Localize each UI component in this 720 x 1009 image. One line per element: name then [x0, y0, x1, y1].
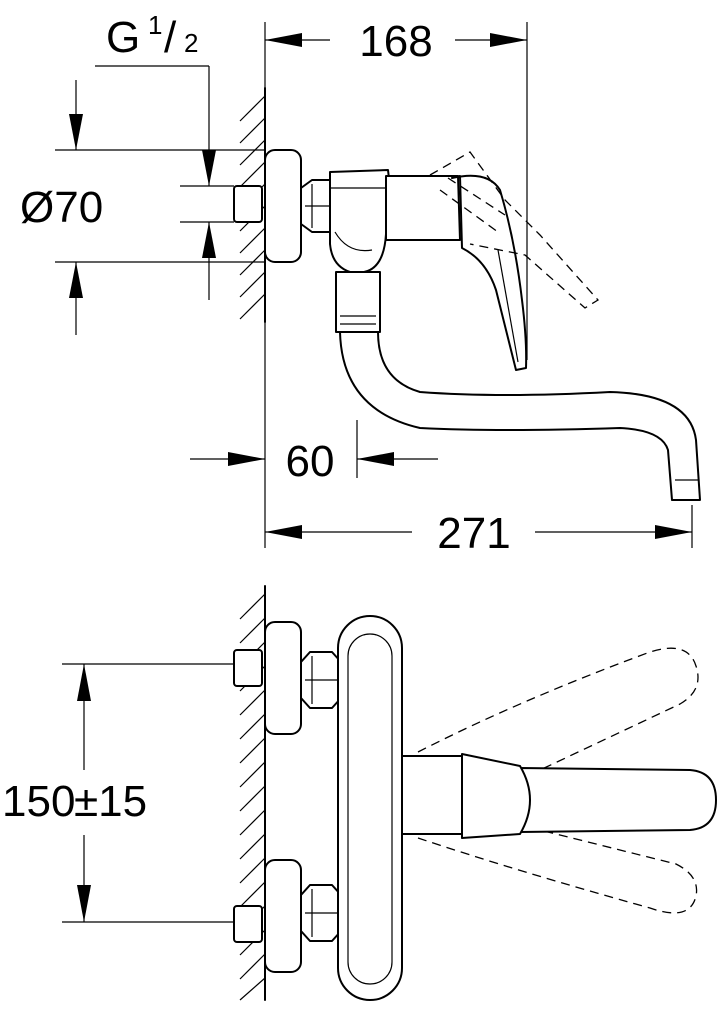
lever-alt-up — [417, 647, 699, 771]
dim-150: 150 ±15 — [2, 663, 234, 923]
spout-connector — [335, 271, 381, 333]
wall-pipe — [233, 185, 263, 223]
lever-handle — [451, 174, 528, 371]
pipe-lower — [233, 905, 263, 943]
plan-view: 150 ±15 — [2, 585, 717, 1001]
thread-denominator: 2 — [184, 28, 198, 58]
dim-168: 168 — [264, 17, 528, 360]
escutcheon-lower — [264, 859, 302, 973]
thread-numerator: 1 — [148, 10, 162, 40]
lever-neck — [401, 755, 465, 835]
label-168: 168 — [359, 17, 432, 66]
label-150-tolerance: ±15 — [74, 777, 147, 826]
dim-271: 271 — [265, 505, 693, 558]
lever-alt-position — [429, 151, 600, 309]
label-diameter: Ø70 — [20, 183, 103, 232]
escutcheon — [264, 149, 302, 263]
dim-60: 60 — [190, 322, 438, 548]
pipe-upper — [233, 649, 263, 687]
lever-plan — [519, 767, 717, 833]
label-150: 150 — [2, 777, 75, 826]
side-view: 168 G 1 / 2 Ø70 — [20, 10, 701, 558]
spout — [339, 331, 701, 501]
lever-hub — [461, 753, 531, 839]
mixer-body — [329, 169, 391, 273]
thread-slash: / — [164, 13, 177, 62]
lever-base — [385, 175, 461, 241]
dim-diameter: Ø70 — [20, 80, 265, 335]
label-271: 271 — [437, 509, 510, 558]
lever-alt-down — [417, 829, 698, 914]
label-60: 60 — [286, 437, 335, 486]
dim-thread: G 1 / 2 — [95, 10, 234, 300]
thread-g: G — [106, 13, 140, 62]
escutcheon-upper — [264, 621, 302, 735]
